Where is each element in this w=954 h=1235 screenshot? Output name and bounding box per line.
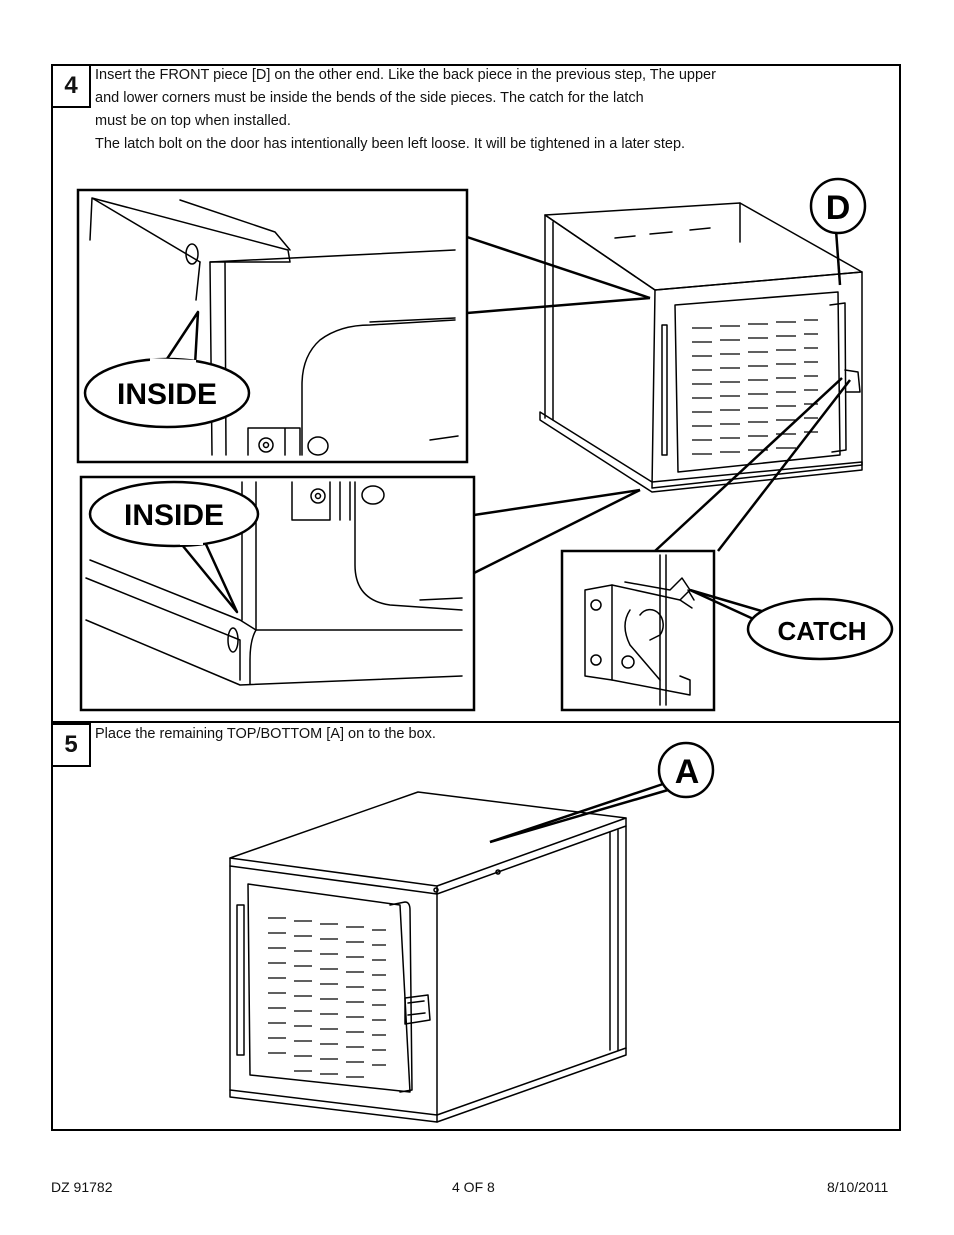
step-divider bbox=[51, 721, 901, 723]
inside-label-top: INSIDE bbox=[117, 378, 217, 411]
detail-connectors bbox=[466, 235, 651, 575]
step-4-line-2: and lower corners must be inside the ben… bbox=[95, 90, 644, 106]
footer-doc-id: DZ 91782 bbox=[51, 1179, 113, 1195]
step-5-number: 5 bbox=[51, 723, 91, 767]
inside-callout-top: INSIDE bbox=[83, 310, 251, 429]
instruction-frame bbox=[51, 64, 901, 1131]
step-4-line-4: The latch bolt on the door has intention… bbox=[95, 136, 686, 152]
step-4-line-1: Insert the FRONT piece [D] on the other … bbox=[95, 67, 716, 83]
footer-date: 8/10/2011 bbox=[827, 1179, 889, 1195]
inside-callout-bottom: INSIDE bbox=[88, 480, 260, 614]
open-box-front-piece bbox=[539, 202, 863, 493]
step-4-number: 4 bbox=[51, 64, 91, 108]
step-4-instructions: Insert the FRONT piece [D] on the other … bbox=[95, 64, 716, 156]
step-4-line-3: must be on top when installed. bbox=[95, 113, 291, 129]
detail-upper-corner bbox=[76, 188, 469, 464]
door-vent-slots bbox=[692, 319, 818, 455]
step-5-line-1: Place the remaining TOP/BOTTOM [A] on to… bbox=[95, 726, 436, 742]
catch-callout: CATCH bbox=[689, 588, 894, 661]
part-a-label: A bbox=[675, 753, 700, 791]
part-d-label: D bbox=[826, 189, 851, 227]
catch-label: CATCH bbox=[777, 616, 866, 646]
footer-page-number: 4 OF 8 bbox=[452, 1179, 495, 1195]
part-a-callout: A bbox=[489, 741, 715, 844]
closed-door-vent-slots bbox=[268, 917, 386, 1078]
part-d-callout: D bbox=[809, 177, 867, 286]
inside-label-bottom: INSIDE bbox=[124, 499, 224, 532]
catch-detail bbox=[560, 377, 851, 712]
step-5-instructions: Place the remaining TOP/BOTTOM [A] on to… bbox=[95, 723, 436, 746]
closed-box bbox=[229, 791, 627, 1123]
